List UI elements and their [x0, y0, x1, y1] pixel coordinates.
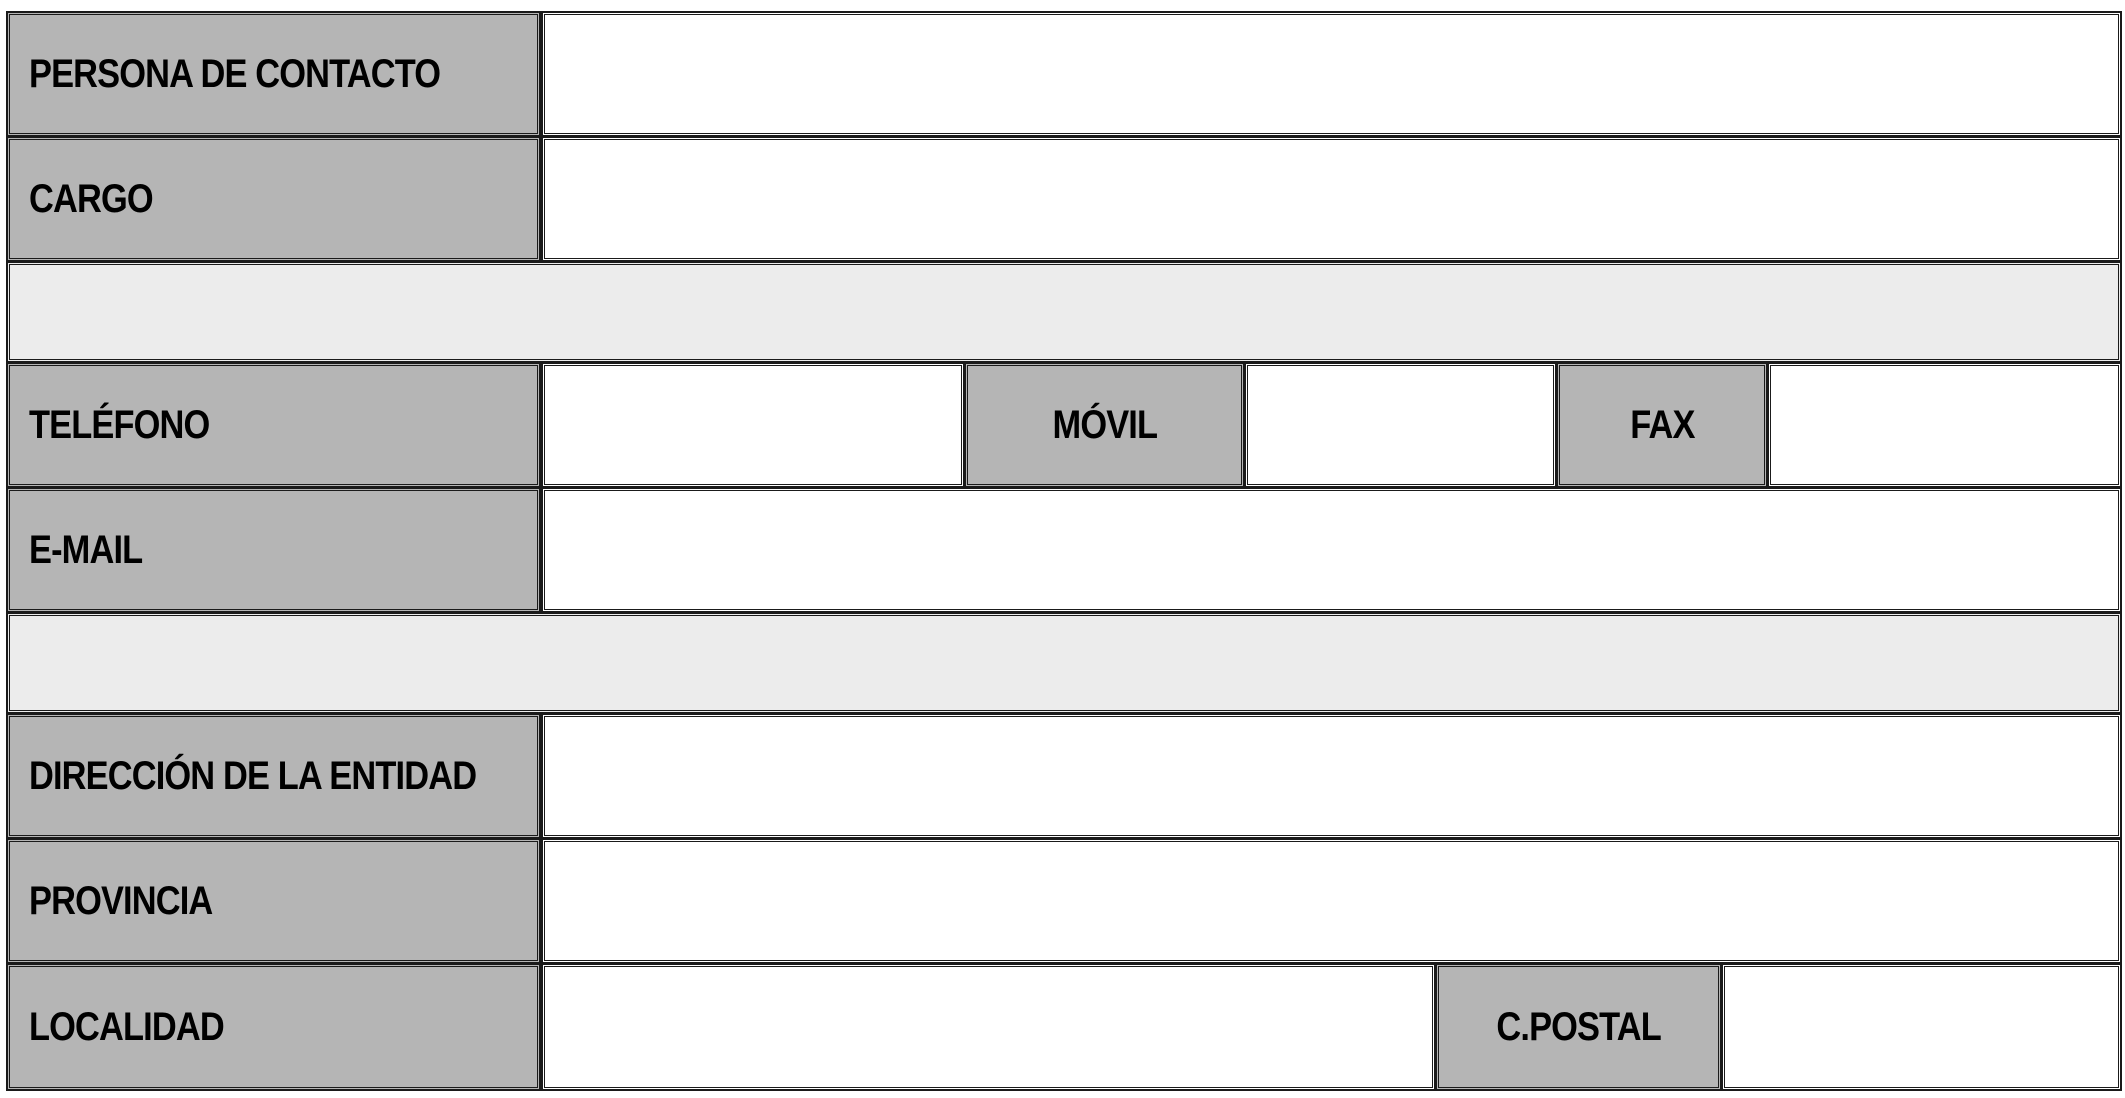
fax-field[interactable] — [1767, 362, 2122, 488]
email-field[interactable] — [541, 487, 2122, 613]
locality-label-text: LOCALIDAD — [29, 1004, 225, 1049]
position-field[interactable] — [541, 136, 2122, 262]
contact-person-label-text: PERSONA DE CONTACTO — [29, 51, 441, 96]
section-separator — [6, 612, 2122, 714]
province-field[interactable] — [541, 838, 2122, 964]
position-label-text: CARGO — [29, 176, 154, 221]
phone-field[interactable] — [541, 362, 965, 488]
postal-code-field[interactable] — [1721, 963, 2122, 1091]
province-label: PROVINCIA — [6, 838, 541, 964]
email-label-text: E-MAIL — [29, 527, 143, 572]
mobile-field[interactable] — [1244, 362, 1557, 488]
contact-form: PERSONA DE CONTACTO CARGO TELÉFONO MÓVIL… — [6, 11, 2122, 1091]
province-label-text: PROVINCIA — [29, 878, 213, 923]
phone-label: TELÉFONO — [6, 362, 541, 488]
address-field[interactable] — [541, 713, 2122, 839]
locality-label: LOCALIDAD — [6, 963, 541, 1091]
email-label: E-MAIL — [6, 487, 541, 613]
address-label-text: DIRECCIÓN DE LA ENTIDAD — [29, 753, 477, 798]
locality-field[interactable] — [541, 963, 1436, 1091]
postal-code-label-text: C.POSTAL — [1496, 1004, 1661, 1049]
position-label: CARGO — [6, 136, 541, 262]
contact-person-label: PERSONA DE CONTACTO — [6, 11, 541, 137]
mobile-label-text: MÓVIL — [1052, 402, 1157, 447]
address-label: DIRECCIÓN DE LA ENTIDAD — [6, 713, 541, 839]
section-separator — [6, 261, 2122, 363]
phone-label-text: TELÉFONO — [29, 402, 210, 447]
contact-person-field[interactable] — [541, 11, 2122, 137]
postal-code-label: C.POSTAL — [1435, 963, 1722, 1091]
fax-label: FAX — [1556, 362, 1768, 488]
mobile-label: MÓVIL — [964, 362, 1245, 488]
fax-label-text: FAX — [1629, 402, 1695, 447]
